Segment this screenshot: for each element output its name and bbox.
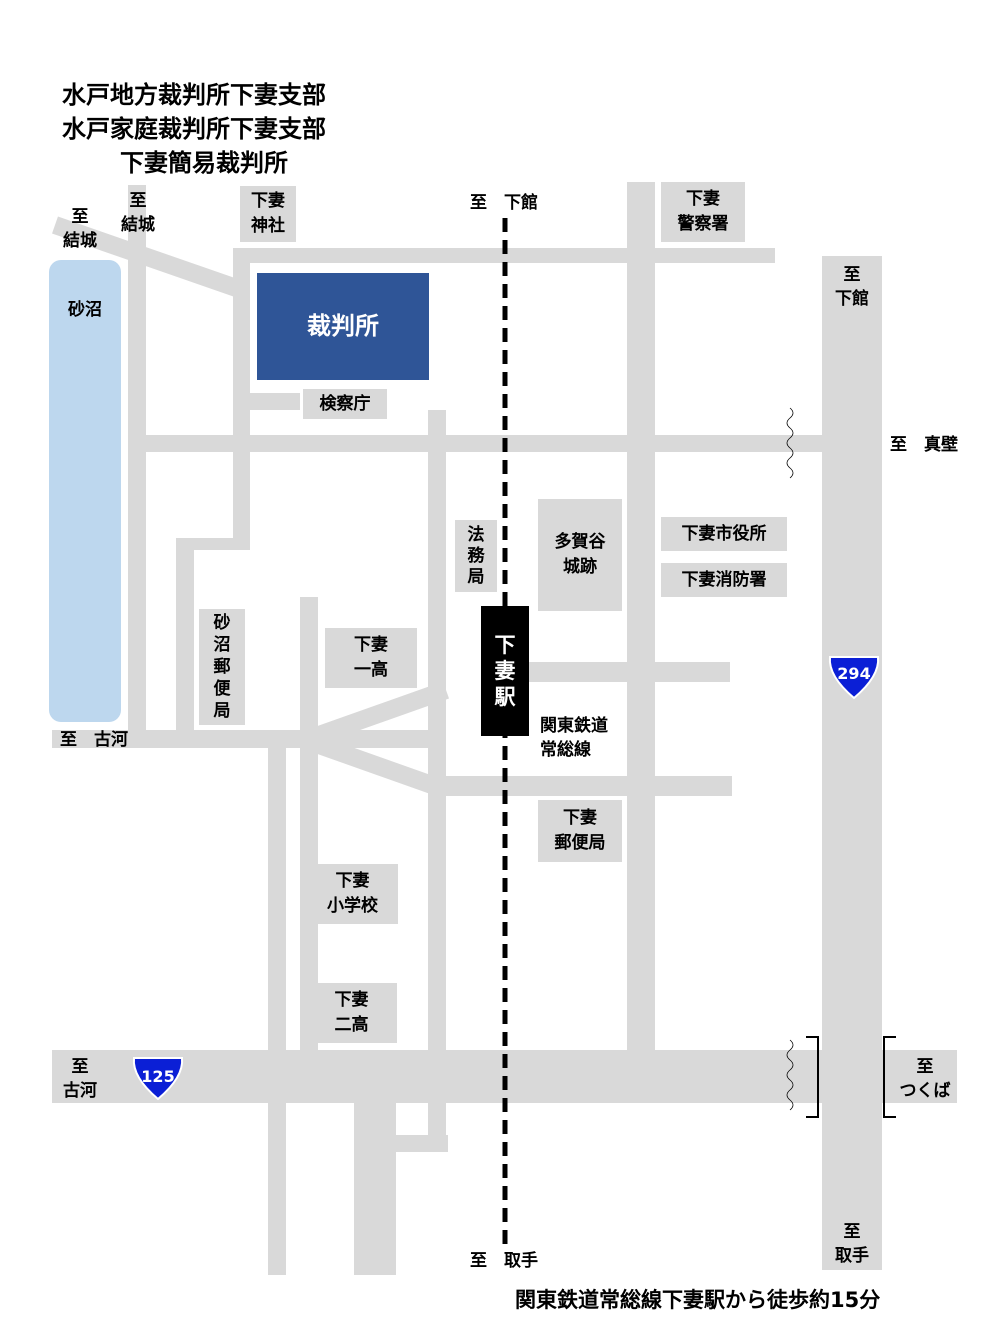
shimotsuma-station: 下 妻 駅: [481, 606, 529, 736]
shrine-label: 下妻 神社: [240, 186, 296, 242]
road-diagonal-yuki: [52, 216, 245, 299]
high-school-1-label: 下妻 一高: [325, 628, 417, 688]
title-line-2: 水戸家庭裁判所下妻支部: [62, 115, 326, 143]
direction-tsukuba: 至 つくば: [899, 1057, 951, 1101]
route-294-number: 294: [837, 664, 871, 683]
prosecutor-label: 検察庁: [303, 389, 387, 419]
title-line-1: 水戸地方裁判所下妻支部: [62, 81, 326, 109]
direction-yuki: 至 結城: [121, 191, 155, 235]
direction-yuki-left: 至 結城: [63, 207, 97, 251]
road: [250, 393, 300, 410]
road: [128, 185, 146, 745]
direction-toride-right: 至 取手: [835, 1222, 869, 1266]
direction-shimodate-top: 至 下館: [470, 193, 538, 213]
road: [268, 740, 286, 1275]
road: [52, 730, 445, 748]
lake-sanuma: [49, 260, 121, 722]
bracket-icon: [883, 1036, 896, 1118]
road: [627, 182, 655, 1052]
route-125-number: 125: [141, 1067, 175, 1086]
road: [445, 776, 732, 796]
elementary-school-label: 下妻 小学校: [307, 864, 398, 924]
title-line-3: 下妻簡易裁判所: [120, 149, 288, 177]
high-school-2-label: 下妻 二高: [306, 983, 397, 1043]
lake-label: 砂沼: [68, 300, 102, 320]
direction-shimodate-right: 至 下館: [835, 265, 869, 309]
road: [428, 410, 446, 1140]
tagaya-castle-label: 多賀谷 城跡: [538, 499, 622, 611]
post-office-label: 下妻 郵便局: [538, 800, 622, 862]
sanuma-post-office-label: 砂 沼 郵 便 局: [199, 609, 245, 725]
road: [300, 597, 318, 1052]
direction-makabe: 至 真壁: [890, 435, 958, 455]
route-294-shield-icon: [828, 656, 880, 700]
road: [233, 248, 250, 550]
direction-koga: 至 古河: [63, 1057, 97, 1101]
direction-toride-bottom: 至 取手: [470, 1251, 538, 1271]
road: [176, 538, 194, 733]
road: [396, 1135, 448, 1152]
bracket-icon: [806, 1036, 819, 1118]
walking-time-note: 関東鉄道常総線下妻駅から徒歩約15分: [515, 1288, 881, 1312]
direction-koga-mid: 至 古河: [60, 730, 128, 750]
road-break-icon: [786, 407, 794, 479]
police-label: 下妻 警察署: [661, 182, 745, 242]
city-hall-label: 下妻市役所: [661, 517, 787, 551]
road: [354, 1100, 396, 1275]
road: [176, 538, 250, 550]
legal-affairs-label: 法 務 局: [455, 520, 497, 592]
route-125-shield-icon: [132, 1057, 184, 1101]
court-building: 裁判所: [257, 273, 429, 380]
road-break-icon: [786, 1039, 794, 1111]
railway-label: 関東鉄道 常総線: [540, 716, 608, 760]
road: [528, 662, 730, 682]
road-diagonal-down: [301, 731, 450, 799]
fire-station-label: 下妻消防署: [661, 563, 787, 597]
